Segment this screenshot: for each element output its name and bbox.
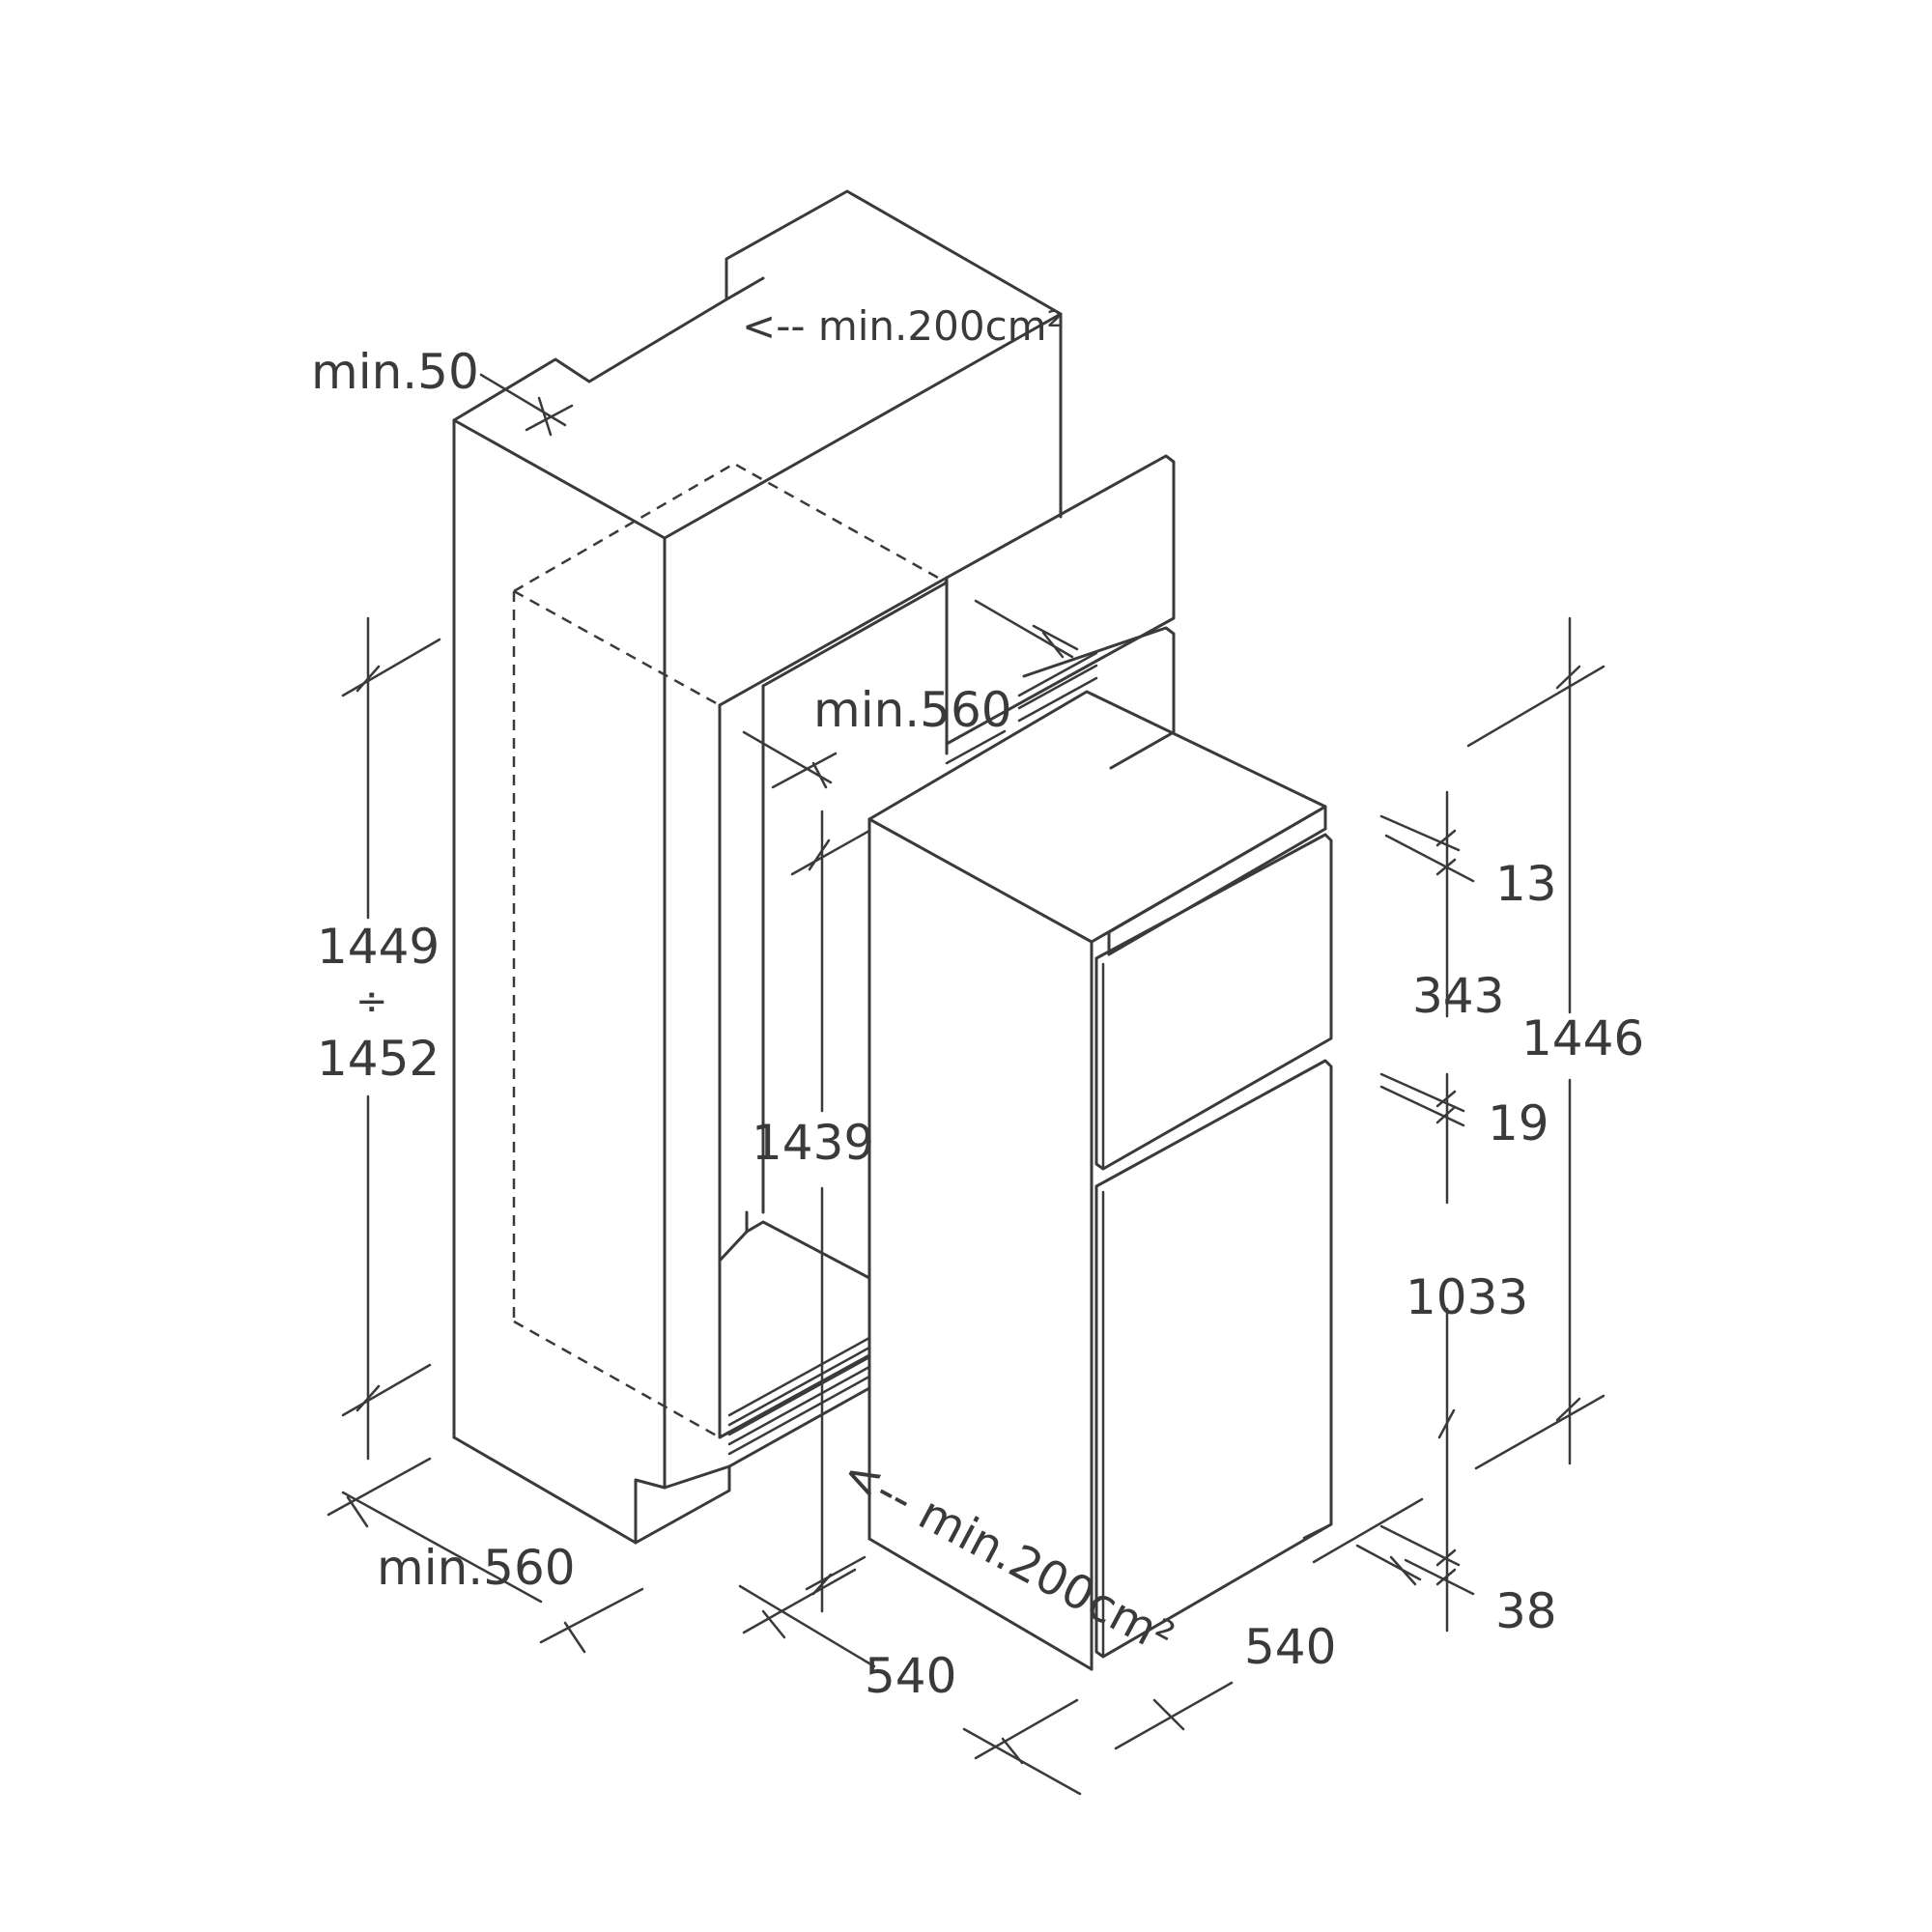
label-height-1449: 1449	[317, 919, 440, 975]
label-height-divider: ÷	[355, 980, 388, 1024]
label-vent-top: <-- min.200cm²	[742, 302, 1063, 350]
label-height-1446: 1446	[1521, 1010, 1644, 1066]
label-dim-343: 343	[1412, 968, 1504, 1024]
label-vent-bottom: <-- min.200cm²	[833, 1445, 1182, 1665]
label-height-1439: 1439	[752, 1115, 874, 1171]
label-min-50: min.50	[311, 344, 479, 400]
furniture-door-panels	[945, 454, 1176, 770]
dimension-labels: <-- min.200cm² min.50 min.560 1449 ÷ 145…	[311, 302, 1644, 1704]
bottom-vent-grille	[727, 1336, 871, 1456]
label-min-560-inner: min.560	[813, 682, 1012, 738]
label-min-560-bottom: min.560	[377, 1540, 576, 1596]
label-dim-19: 19	[1488, 1095, 1549, 1151]
niche-dashed-outline	[512, 462, 948, 1439]
label-height-1452: 1452	[317, 1031, 440, 1087]
dimension-lines	[327, 373, 1605, 1796]
label-dim-38: 38	[1495, 1583, 1557, 1639]
label-dim-13: 13	[1495, 856, 1557, 912]
fridge-appliance	[867, 690, 1333, 1671]
label-width-540-front: 540	[865, 1648, 956, 1704]
label-depth-540: 540	[1244, 1619, 1336, 1675]
label-dim-1033: 1033	[1406, 1269, 1528, 1325]
cabinet-outline	[452, 189, 1063, 1545]
